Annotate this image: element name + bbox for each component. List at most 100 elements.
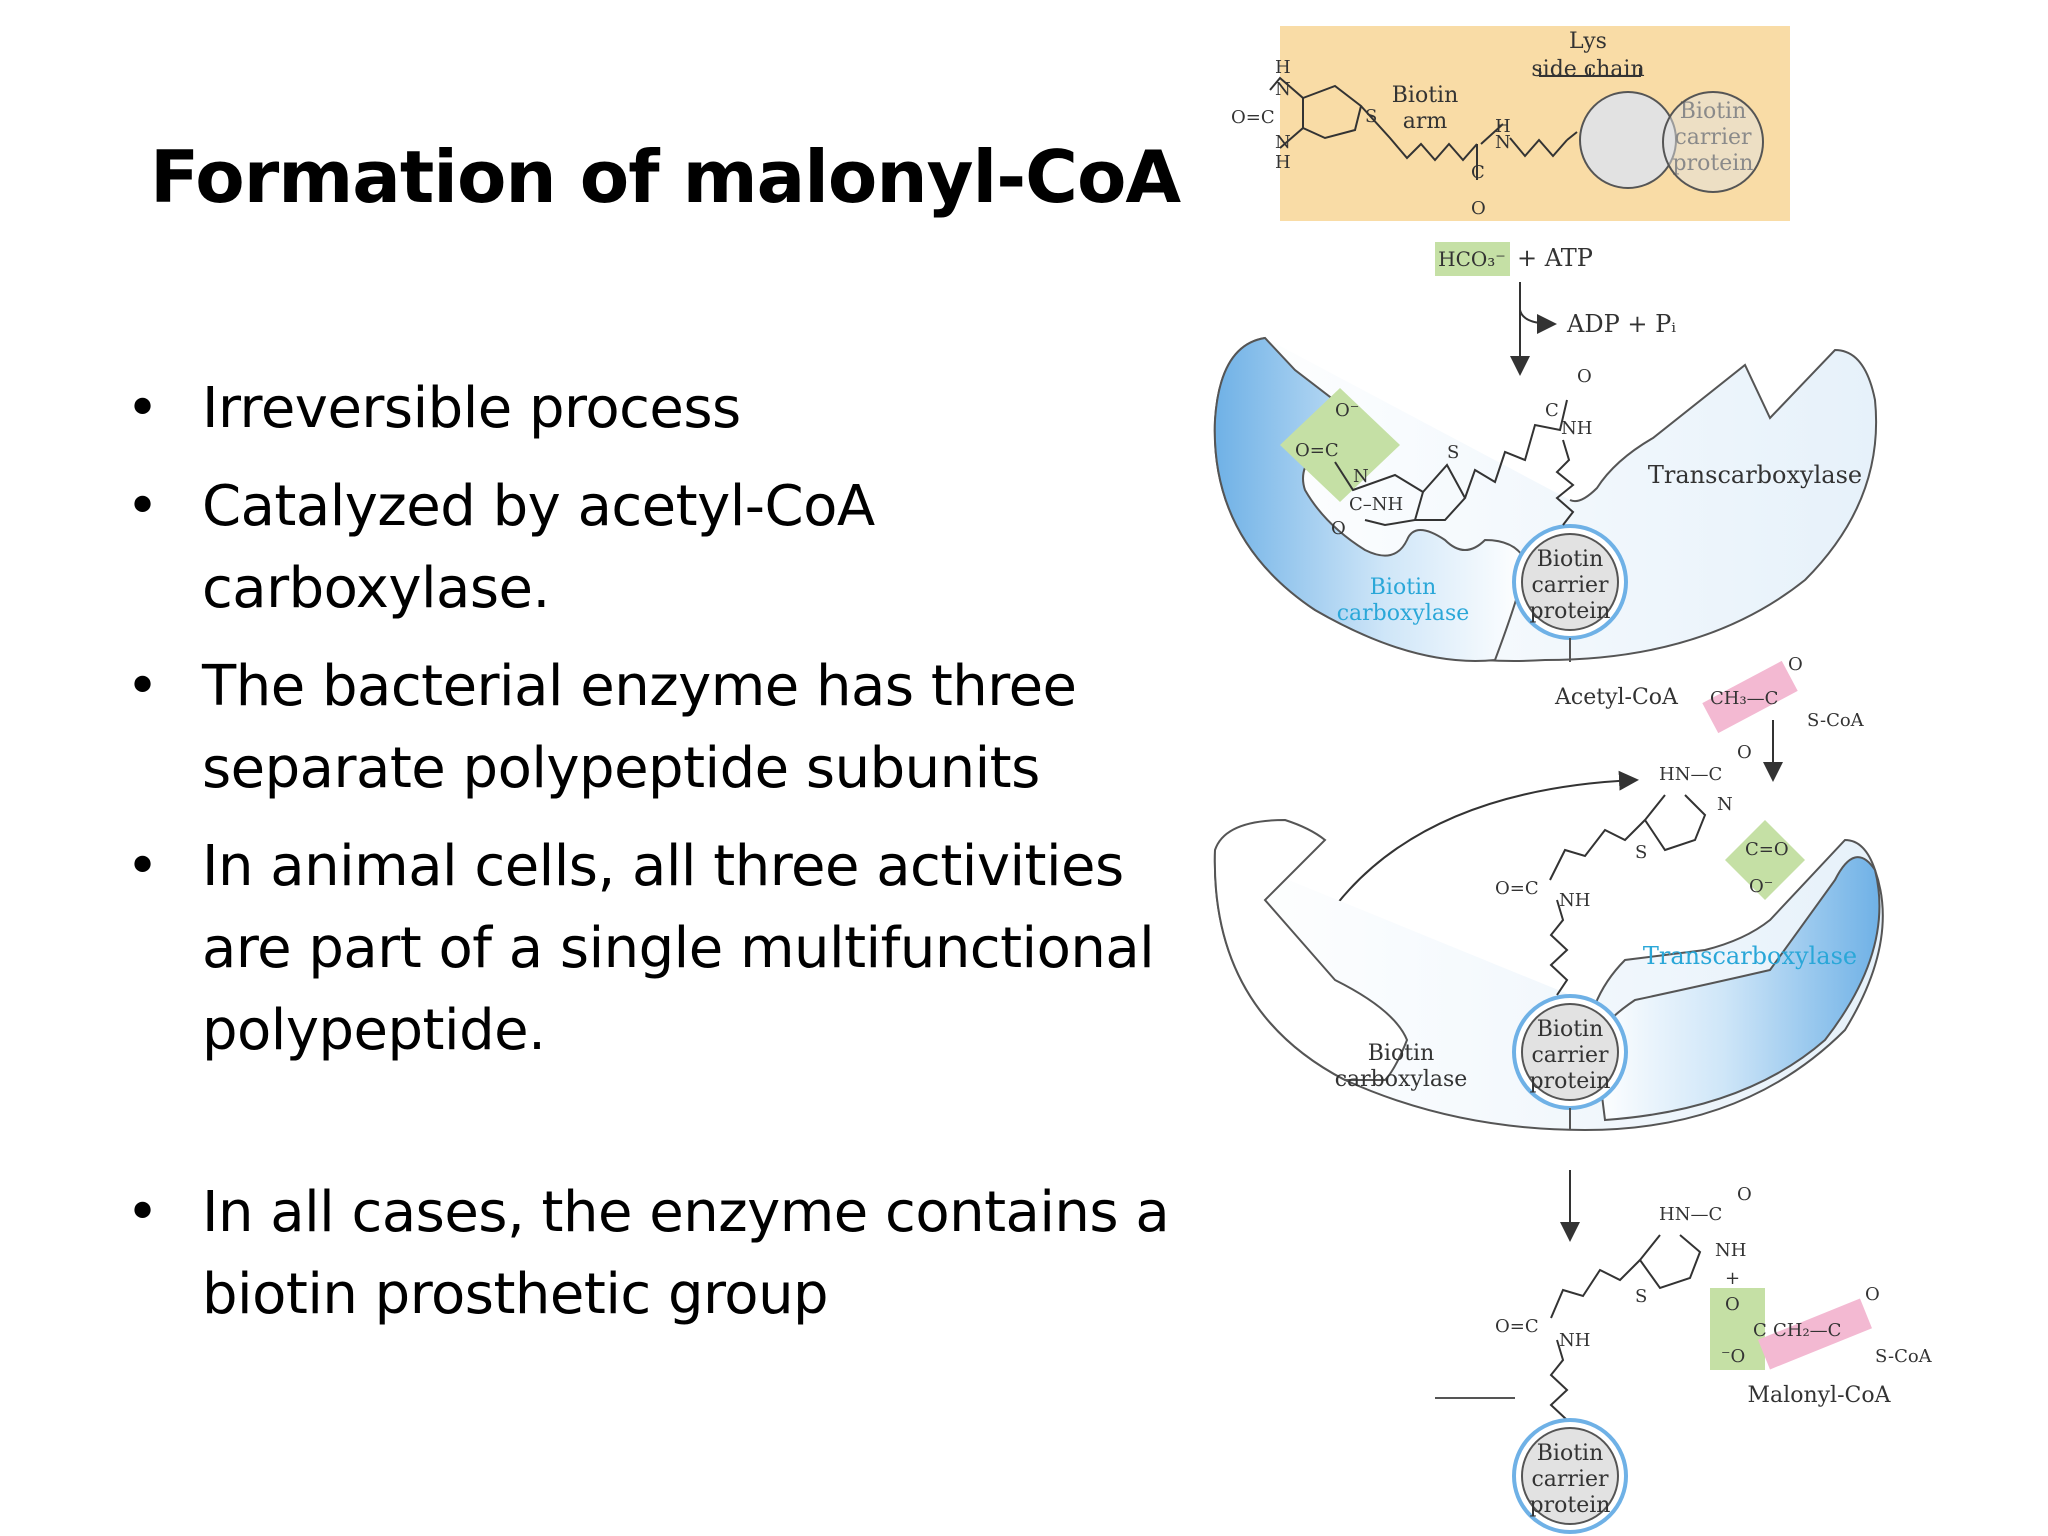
bullet-marker: • <box>126 1180 159 1245</box>
s-coa-label: S-CoA <box>1875 1346 1933 1367</box>
bcp-label: carrier <box>1531 573 1609 598</box>
bullet-marker: • <box>126 376 159 441</box>
atom-label: CH₂—C <box>1773 1320 1841 1341</box>
product-release-step: HN—C O NH + S O=C NH O C ⁻O CH₂—C O S-Co… <box>1435 1170 1933 1534</box>
biotin-carboxylase-label: carboxylase <box>1335 1067 1468 1092</box>
atom-label: O=C <box>1231 107 1275 128</box>
biotin-carboxylase-domain <box>1213 336 1527 662</box>
atom-label: N <box>1353 466 1369 487</box>
bullet-item: •In animal cells, all three activities a… <box>118 826 1188 1072</box>
transcarboxylase-domain <box>1593 856 1881 1122</box>
biotin-carboxylase-label: Biotin <box>1368 1041 1435 1066</box>
s-coa-label: S-CoA <box>1807 710 1865 731</box>
bcp-label: Biotin <box>1537 1441 1604 1466</box>
atom-label: N <box>1275 132 1291 153</box>
bcp-label: protein <box>1530 599 1611 624</box>
atom-label: O=C <box>1495 878 1539 899</box>
atom-label: N <box>1495 132 1511 153</box>
atom-label: O <box>1865 1284 1880 1305</box>
bullet-text: Irreversible process <box>202 376 741 441</box>
atom-label: C <box>1753 1320 1767 1341</box>
atom-label: NH <box>1559 1330 1590 1351</box>
atom-label: O <box>1471 198 1486 219</box>
carboxylation-step: HCO₃⁻ + ATP ADP + Pᵢ O⁻ O=C N C–NH O S C… <box>1213 242 1878 662</box>
atom-label: S <box>1635 842 1647 863</box>
transcarboxylation-step: Acetyl-CoA CH₃—C O S-CoA HN—C O N C=O O⁻… <box>1213 654 1884 1132</box>
atom-label: O⁻ <box>1749 876 1773 897</box>
acetyl-group: CH₃—C <box>1710 688 1778 709</box>
atom-label: S <box>1635 1286 1647 1307</box>
bullet-list: • Irreversible process • Catalyzed by acet… <box>118 368 1188 1352</box>
biotin-carrier-protein-circle <box>1521 1003 1619 1101</box>
hco3-box <box>1435 242 1510 276</box>
lys-bracket <box>1539 68 1641 77</box>
bcp-label: carrier <box>1531 1467 1609 1492</box>
plus-sign: + <box>1725 1268 1740 1289</box>
bullet-text: The bacterial enzyme has three separate … <box>202 654 1077 801</box>
atp-label: + ATP <box>1517 244 1593 272</box>
transcarboxylase-label: Transcarboxylase <box>1648 461 1862 489</box>
biotin-carrier-protein-circle <box>1521 1427 1619 1525</box>
curved-arrow <box>1324 770 1639 921</box>
bullet-text: Catalyzed by acetyl-CoA carboxylase. <box>202 474 875 621</box>
atom-label: NH <box>1561 418 1592 439</box>
bcp-label: protein <box>1530 1069 1611 1094</box>
atom-label: H <box>1275 57 1291 78</box>
bcp-label: carrier <box>1531 1043 1609 1068</box>
atom-label: HN—C <box>1659 1204 1722 1225</box>
atom-label: N <box>1275 79 1291 100</box>
bullet-item: • Catalyzed by acetyl-CoA carboxylase. <box>118 466 1188 630</box>
side-chain-label: side chain <box>1531 57 1644 82</box>
atom-label: O <box>1788 654 1803 675</box>
carboxyl-green-box <box>1725 820 1805 900</box>
atom-label: N <box>1717 794 1733 815</box>
bullet-text: In animal cells, all three activities ar… <box>202 834 1155 1063</box>
atom-label: S <box>1447 442 1459 463</box>
malonyl-green-box <box>1710 1288 1765 1370</box>
bullet-text: In all cases, the enzyme contains a biot… <box>202 1180 1170 1327</box>
adp-pi-label: ADP + Pᵢ <box>1566 310 1676 338</box>
atom-label: H <box>1275 152 1291 173</box>
atom-label: ⁻O <box>1721 1346 1745 1367</box>
atom-label: C <box>1471 162 1485 183</box>
bcp-label: Biotin <box>1537 1017 1604 1042</box>
biotin-carboxylase-label: carboxylase <box>1337 601 1470 626</box>
acetyl-pink-box <box>1702 660 1798 734</box>
atom-label: HN—C <box>1659 764 1722 785</box>
carboxyl-green-box <box>1280 388 1400 502</box>
hco3-label: HCO₃⁻ <box>1438 247 1506 271</box>
biotin-carrier-protein-circle <box>1579 91 1677 189</box>
branch-arrow <box>1519 309 1557 334</box>
biotin-structure-panel: H N O=C N H S H N C O Lys side chain Bio… <box>1231 26 1790 221</box>
malonyl-coa-reaction-diagram: H N O=C N H S H N C O Lys side chain Bio… <box>1213 26 1933 1534</box>
atom-label: C=O <box>1745 839 1789 860</box>
atom-label: O <box>1725 1294 1740 1315</box>
atom-label: C–NH <box>1349 494 1403 515</box>
atom-label: H <box>1495 116 1511 137</box>
bullet-marker: • <box>126 654 159 719</box>
atom-label: NH <box>1715 1240 1746 1261</box>
bcp-label: protein <box>1530 1493 1611 1518</box>
acetyl-coa-label: Acetyl-CoA <box>1554 685 1679 710</box>
lys-label: Lys <box>1569 29 1607 54</box>
atom-label: O⁻ <box>1335 400 1359 421</box>
biotin-arm-label: Biotin <box>1392 83 1459 108</box>
biotin-carrier-protein-circle <box>1521 533 1619 631</box>
atom-label: O <box>1577 366 1592 387</box>
atom-label: O <box>1737 742 1752 763</box>
bullet-item: • Irreversible process <box>118 368 1188 450</box>
biotin-arm-label: arm <box>1403 109 1448 134</box>
bullet-marker: • <box>126 474 159 539</box>
atom-label: O=C <box>1495 1316 1539 1337</box>
bcp-label: Biotin <box>1537 547 1604 572</box>
biotin-carboxylase-label: Biotin <box>1370 575 1437 600</box>
slide-title: Formation of malonyl-CoA <box>150 135 1181 219</box>
atom-label: O <box>1737 1184 1752 1205</box>
atom-label: C <box>1545 400 1559 421</box>
atom-label: O <box>1331 518 1346 539</box>
bullet-item: • In all cases, the enzyme contains a bi… <box>118 1172 1188 1336</box>
transcarboxylase-label: Transcarboxylase <box>1643 942 1857 970</box>
bullet-item: • The bacterial enzyme has three separate… <box>118 646 1188 810</box>
atom-label: S <box>1365 106 1377 127</box>
atom-label: O=C <box>1295 440 1339 461</box>
